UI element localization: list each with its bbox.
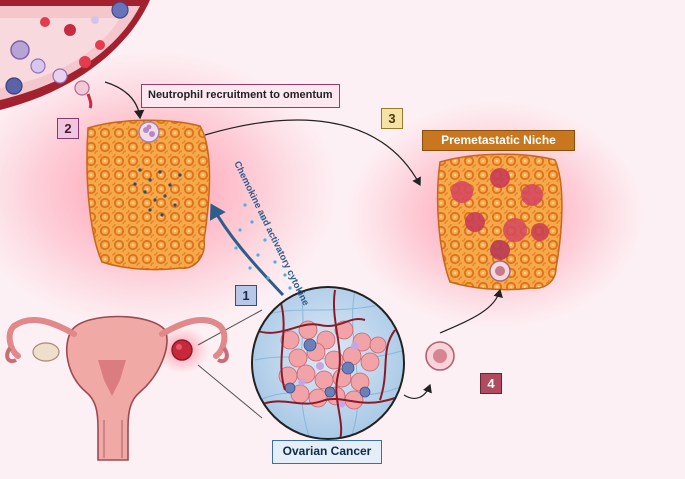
neutrophil-recruitment-text: Neutrophil recruitment to omentum [148,89,333,101]
premetastatic-niche-banner: Premetastatic Niche [422,130,575,151]
tumor-magnified-icon [252,287,405,440]
step-3-badge: 3 [381,108,403,129]
ovarian-cancer-text: Ovarian Cancer [283,444,372,458]
ovarian-cancer-label: Ovarian Cancer [272,440,382,464]
niche-omentum-icon [438,154,562,289]
step-4-badge: 4 [480,373,502,394]
step-1-badge: 1 [235,285,257,306]
premetastatic-niche-text: Premetastatic Niche [441,133,556,147]
omentum-icon [87,120,210,269]
step-2-badge: 2 [57,118,79,139]
neutrophil-recruitment-label: Neutrophil recruitment to omentum [141,84,340,108]
cancer-cell-icon [426,342,454,370]
dissemination-arrow [404,385,430,398]
